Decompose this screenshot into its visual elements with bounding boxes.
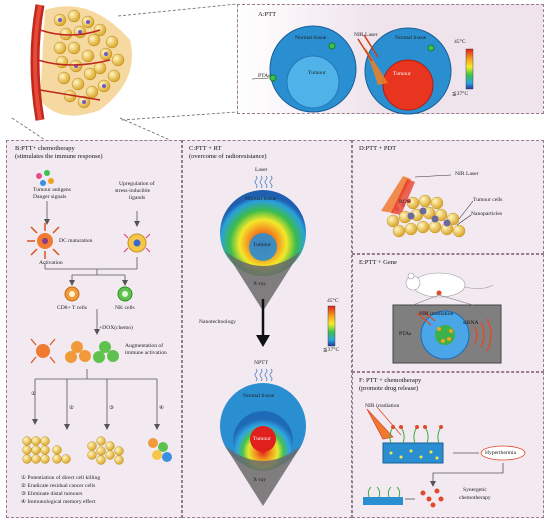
label-nir-laser-d: NIR Laser xyxy=(455,171,479,177)
label-nir-laser: NIR Laser xyxy=(354,32,378,38)
panel-b-subtitle: (stimulates the immune response) xyxy=(15,153,103,160)
label-hyperthermia: Hyperthermia xyxy=(485,450,517,456)
panel-d-title: D:PTT + PDT xyxy=(359,145,397,152)
label-normal-tissue-c-top: Normal tissue xyxy=(245,196,277,202)
panel-c-graphic xyxy=(220,175,336,506)
legend-item-3: ③ Eliminate distal tumours xyxy=(21,491,83,497)
label-ligands: ligands xyxy=(129,195,146,201)
pta-particle xyxy=(328,42,336,50)
label-dox: +DOX(chemo) xyxy=(99,325,133,331)
label-upregulation: Upregulation of xyxy=(119,181,155,187)
xray-cone-bottom xyxy=(225,446,301,506)
label-normal-tissue-c-bottom: Normal tissue xyxy=(243,393,275,399)
label-cd8-t-cells: CD8+ T cells xyxy=(57,305,87,311)
label-xray-c-top: X-ray xyxy=(253,281,267,287)
tumour-region xyxy=(286,55,340,109)
pta-particle xyxy=(269,74,277,82)
label-normal-tissue-right: Normal tissue xyxy=(395,35,427,41)
zoom-lines xyxy=(11,3,238,141)
tumour-heated xyxy=(382,59,434,111)
label-synergetic: Synergetic xyxy=(463,487,487,493)
label-ptas-e: PTAs xyxy=(399,331,412,337)
panel-c-subtitle: (overcome of radioresistance) xyxy=(189,153,267,160)
label-immune-activation: immune activation xyxy=(125,350,167,356)
label-ros: ROS xyxy=(399,199,410,205)
panel-d: D:PTT + PDT NIR Laser ROS Tumour cells N… xyxy=(352,140,544,254)
mouse-illustration xyxy=(405,272,494,298)
label-tumour-antigens: Tumour antigens xyxy=(33,187,71,193)
label-nk-cells: NK cells xyxy=(115,305,135,311)
legend-item-4: ④ Immunological memory effect xyxy=(21,499,96,505)
legend-item-2: ② Eradicate residual cancer cells xyxy=(21,483,96,489)
label-tumour-cells: Tumour cells xyxy=(473,197,503,203)
label-laser: Laser xyxy=(255,167,268,173)
marker-2: ② xyxy=(69,405,75,411)
panel-e-title: E:PTT + Gene xyxy=(359,259,397,266)
panel-f-subtitle: (promote drug release) xyxy=(359,385,419,392)
marker-1: ① xyxy=(31,391,37,397)
label-ptas: PTAs xyxy=(258,73,271,79)
panel-b-title: B:PTT+ chemotherapy xyxy=(15,145,75,152)
stressed-tumour-cell xyxy=(123,233,151,253)
tumour-illustration xyxy=(30,4,132,121)
label-danger-signals: Danger signals xyxy=(33,194,67,200)
panel-b-graphic xyxy=(22,170,172,465)
marker-3: ③ xyxy=(109,405,115,411)
label-nir-irradiation-e: NIR irradiation xyxy=(419,311,454,317)
label-xray-c-bottom: X-ray xyxy=(253,477,267,483)
scale-bottom-label: ≦37°C xyxy=(452,91,469,97)
marker-4: ④ xyxy=(159,405,165,411)
panel-a: A:PTT Normal tissue Tumour PTAs NIR Lase… xyxy=(237,4,544,115)
panel-f: F: PTT + chemotherapy (promote drug rele… xyxy=(352,372,544,518)
label-nir-irradiation-f: NIR irradiation xyxy=(365,403,400,409)
legend-item-1: ① Potentiation of direct cell killing xyxy=(21,475,101,481)
nir-laser-beam xyxy=(365,47,388,85)
panel-b: B:PTT+ chemotherapy (stimulates the immu… xyxy=(6,140,182,518)
label-tumour: Tumour xyxy=(308,70,326,76)
label-tumour-c-top: Tumour xyxy=(253,242,271,248)
label-normal-tissue: Normal tissue xyxy=(295,35,327,41)
panel-a-title: A:PTT xyxy=(258,11,277,18)
label-dc-maturation: DC maturation xyxy=(59,238,93,244)
scale-c-bottom-label: ≦37°C xyxy=(323,347,340,353)
temperature-scale-c xyxy=(327,305,336,347)
dc-cell xyxy=(27,223,60,259)
drug-carrier xyxy=(382,442,444,464)
panel-e-graphic xyxy=(392,272,502,364)
label-sirna: siRNA xyxy=(463,320,479,326)
panel-f-title: F: PTT + chemotherapy xyxy=(359,377,422,384)
scale-top-label: 45°C xyxy=(454,39,466,45)
panel-c-title: C:PTT + RT xyxy=(189,145,222,152)
label-nanotechnology: Nanotechnology xyxy=(199,319,236,325)
label-tumour-right: Tumour xyxy=(393,71,411,77)
label-tumour-c-bottom: Tumour xyxy=(253,436,271,442)
xray-cone-top xyxy=(225,251,301,311)
panel-d-graphic xyxy=(381,174,474,238)
temperature-scale xyxy=(465,48,474,90)
label-nptt: NPTT xyxy=(254,360,268,366)
panel-e: E:PTT + Gene NIR irradiation siRNA PTAs xyxy=(352,254,544,372)
panel-c: C:PTT + RT (overcome of radioresistance) xyxy=(182,140,352,518)
panel-f-graphic xyxy=(363,406,526,508)
scale-c-top-label: 45°C xyxy=(327,298,339,304)
label-chemotherapy: chemotherapy xyxy=(459,495,491,501)
label-activation: Activation xyxy=(39,260,63,266)
label-stress-inducible: stress-inducible xyxy=(115,188,151,194)
label-nanoparticles: Nanoparticles xyxy=(471,211,503,217)
panel-a-graphic xyxy=(251,25,474,115)
hyperthermia-badge xyxy=(480,445,526,461)
label-augmentation: Augmentation of xyxy=(125,343,164,349)
